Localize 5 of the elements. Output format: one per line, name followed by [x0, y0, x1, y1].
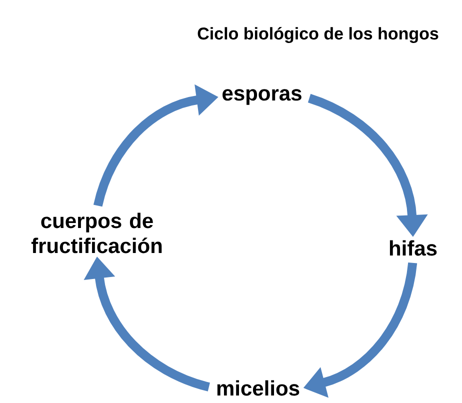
node-label: micelios	[217, 380, 300, 396]
title: Ciclo biológico de los hongos	[198, 26, 438, 44]
node-label: cuerpos de fructificación	[31, 212, 162, 254]
node-label: hifas	[390, 240, 437, 256]
node-label: esporas	[222, 89, 302, 105]
